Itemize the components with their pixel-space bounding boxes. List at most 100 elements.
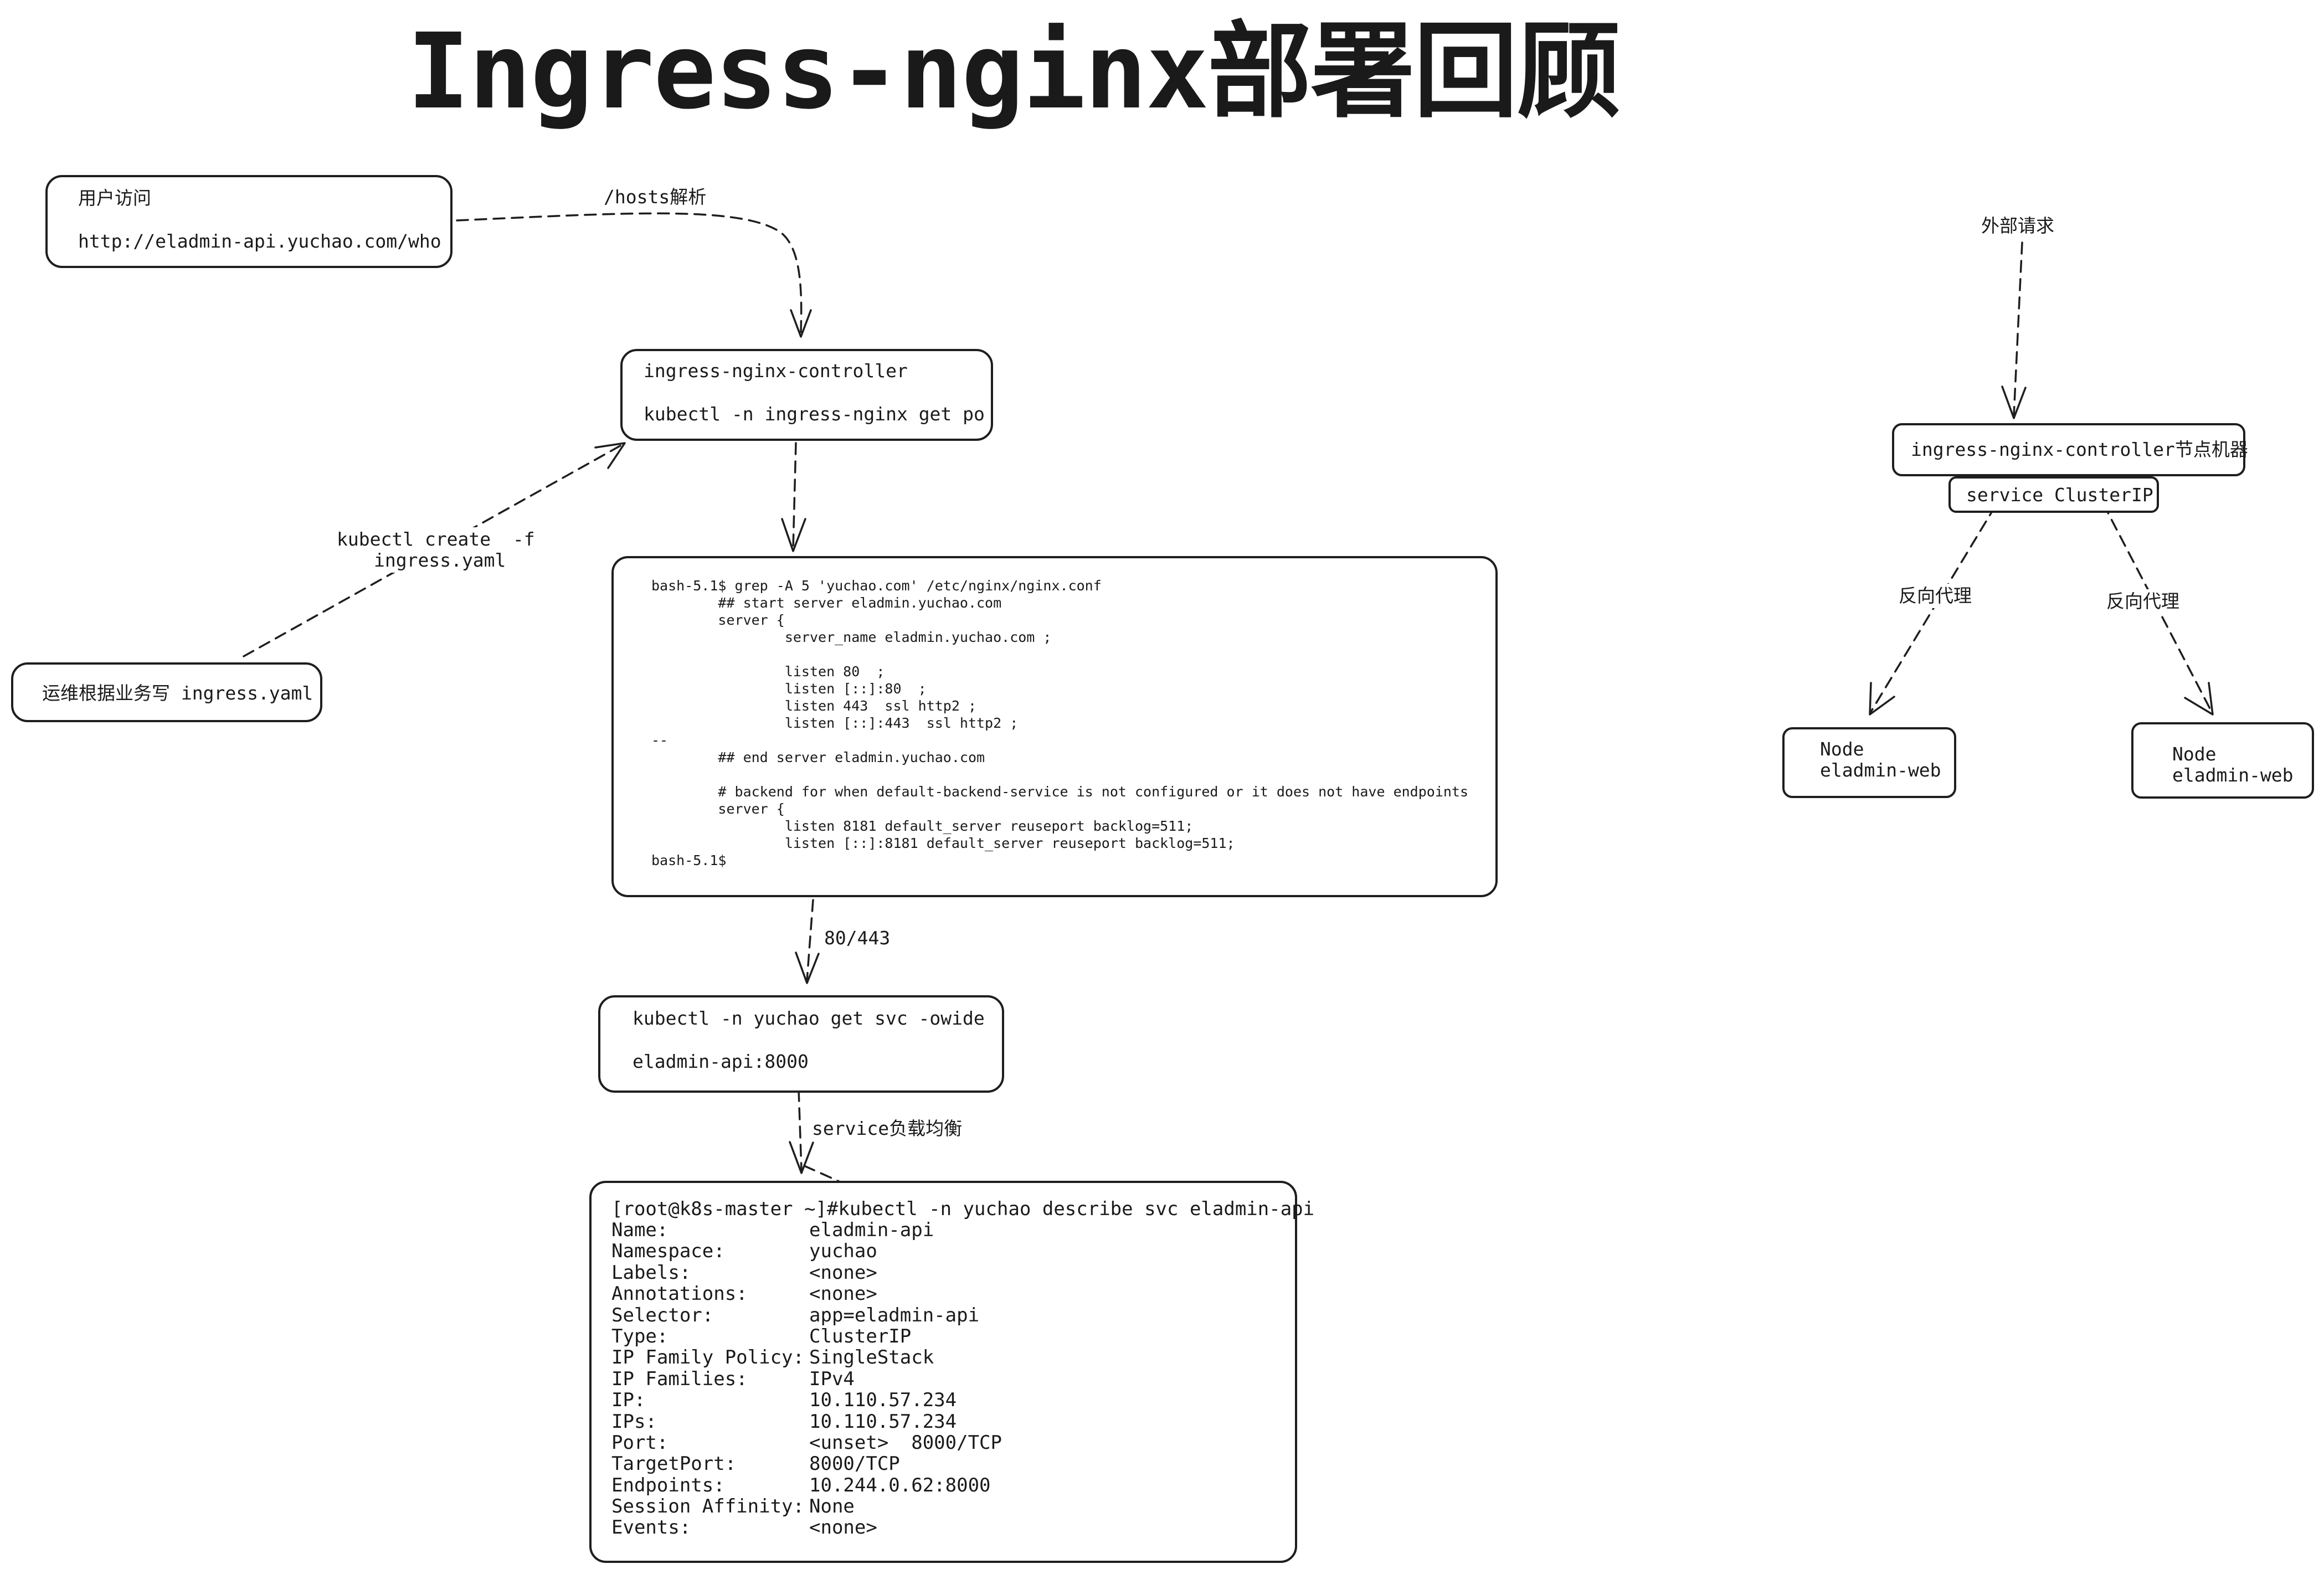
- describe-row: TargetPort:8000/TCP: [611, 1453, 1002, 1475]
- describe-row: Port: <unset> 8000/TCP: [611, 1431, 1002, 1454]
- nginx-conf-line: --: [651, 732, 669, 748]
- describe-row: Labels:<none>: [611, 1262, 1002, 1283]
- describe-key: TargetPort:: [611, 1453, 737, 1475]
- arrow-nginx-conf-to-svc: [806, 899, 814, 981]
- describe-row: Type:ClusterIP: [611, 1326, 1002, 1347]
- arrow-user-to-controller: [456, 212, 803, 333]
- describe-value: eladmin-api: [809, 1219, 934, 1241]
- svc-box[interactable]: kubectl -n yuchao get svc -owide eladmin…: [598, 995, 1004, 1093]
- ops-ingress-yaml-box[interactable]: 运维根据业务写 ingress.yaml: [11, 662, 322, 722]
- arrowhead-nginx-conf-to-svc: [795, 951, 820, 984]
- nginx-conf-lines: bash-5.1$ grep -A 5 'yuchao.com' /etc/ng…: [651, 577, 1468, 869]
- user-access-box[interactable]: 用户访问 http://eladmin-api.yuchao.com/who: [45, 175, 453, 268]
- arrowhead-svc-to-describe: [789, 1141, 814, 1174]
- kubectl-create-label-line1: kubectl create -f: [337, 527, 535, 552]
- load-balance-label: service负载均衡: [812, 1118, 963, 1139]
- describe-row: Session Affinity:None: [611, 1495, 1002, 1518]
- describe-value: yuchao: [809, 1240, 877, 1263]
- user-access-label: 用户访问: [78, 187, 151, 209]
- controller-name: ingress-nginx-controller: [644, 360, 908, 382]
- nginx-conf-line: ## start server eladmin.yuchao.com: [651, 595, 1002, 611]
- describe-key: Session Affinity:: [611, 1495, 804, 1518]
- describe-key: Port:: [611, 1431, 669, 1454]
- page-title: Ingress-nginx部署回顾: [407, 11, 1621, 132]
- ops-ingress-yaml-text: 运维根据业务写 ingress.yaml: [42, 682, 313, 704]
- describe-row: Name: eladmin-api: [611, 1220, 1002, 1241]
- describe-key: IPs:: [611, 1410, 657, 1433]
- user-access-url: http://eladmin-api.yuchao.com/who: [78, 230, 441, 252]
- node-eladmin-web-left[interactable]: Node eladmin-web: [1782, 727, 1956, 798]
- arrowhead-clusterip-to-node-left: [1869, 682, 1895, 716]
- describe-key: Selector:: [611, 1304, 714, 1326]
- nginx-conf-line: # backend for when default-backend-servi…: [651, 784, 1469, 800]
- describe-key: Name:: [611, 1219, 669, 1241]
- ingress-controller-box[interactable]: ingress-nginx-controller kubectl -n ingr…: [620, 349, 993, 441]
- nginx-conf-line: listen [::]:8181 default_server reusepor…: [651, 835, 1235, 851]
- arrowhead-clusterip-to-node-right: [2184, 682, 2214, 716]
- node-eladmin-web-right[interactable]: Node eladmin-web: [2131, 722, 2314, 799]
- describe-key: Endpoints:: [611, 1474, 725, 1496]
- arrowhead-ops-to-controller: [594, 442, 626, 469]
- svc-endpoint: eladmin-api:8000: [633, 1051, 809, 1072]
- cluster-ip-box[interactable]: service ClusterIP: [1948, 476, 2159, 513]
- kubectl-create-label-line2: ingress.yaml: [374, 548, 506, 573]
- node-machine-box[interactable]: ingress-nginx-controller节点机器: [1892, 423, 2248, 476]
- nginx-conf-line: server {: [651, 801, 785, 817]
- describe-row: IP Family Policy:SingleStack: [611, 1346, 1002, 1369]
- describe-row: Namespace: yuchao: [611, 1241, 1002, 1262]
- describe-value: app=eladmin-api: [809, 1304, 980, 1326]
- port-label: 80/443: [824, 926, 891, 950]
- describe-row: Selector: app=eladmin-api: [611, 1304, 1002, 1326]
- arrow-external-to-node-machine: [2013, 241, 2023, 416]
- svc-command: kubectl -n yuchao get svc -owide: [633, 1007, 985, 1029]
- nginx-conf-line: server_name eladmin.yuchao.com ;: [651, 629, 1052, 645]
- nginx-conf-line: bash-5.1$ grep -A 5 'yuchao.com' /etc/ng…: [651, 578, 1102, 594]
- nginx-conf-line: ## end server eladmin.yuchao.com: [651, 749, 985, 765]
- describe-value: SingleStack: [809, 1346, 934, 1369]
- describe-key: Events:: [611, 1516, 691, 1539]
- describe-value: 10.110.57.234: [809, 1389, 957, 1412]
- describe-svc-box: [root@k8s-master ~]#kubectl -n yuchao de…: [589, 1181, 1314, 1563]
- arrow-ops-to-controller: [243, 443, 624, 657]
- describe-key: Namespace:: [611, 1240, 725, 1263]
- arrow-controller-to-nginx-conf: [792, 442, 797, 549]
- describe-row: IPs: 10.110.57.234: [611, 1411, 1002, 1432]
- nginx-conf-line: listen [::]:443 ssl http2 ;: [651, 715, 1019, 731]
- node-left-line1: Node: [1820, 738, 1864, 760]
- describe-value: 10.110.57.234: [809, 1410, 957, 1433]
- describe-value: <unset> 8000/TCP: [809, 1431, 1002, 1454]
- controller-command: kubectl -n ingress-nginx get po: [644, 403, 985, 425]
- describe-key: IP Families:: [611, 1367, 748, 1390]
- arrow-svc-to-describe: [798, 1089, 803, 1171]
- describe-key: Annotations:: [611, 1283, 748, 1305]
- describe-value: <none>: [809, 1261, 877, 1284]
- external-request-label: 外部请求: [1981, 214, 2054, 238]
- arrowhead-controller-to-nginx-conf: [781, 518, 806, 552]
- describe-value: ClusterIP: [809, 1325, 912, 1347]
- describe-row: IP Families: IPv4: [611, 1367, 1002, 1390]
- nginx-conf-output-box: bash-5.1$ grep -A 5 'yuchao.com' /etc/ng…: [611, 556, 1498, 897]
- describe-value: <none>: [809, 1516, 877, 1539]
- arrowhead-user-to-controller: [790, 309, 812, 338]
- arrow-clusterip-to-node-right: [2094, 486, 2213, 713]
- describe-value: None: [809, 1495, 855, 1518]
- describe-row: Annotations: <none>: [611, 1283, 1002, 1305]
- node-right-line1: Node: [2172, 743, 2217, 765]
- nginx-conf-line: server {: [651, 612, 785, 628]
- nginx-conf-line: [651, 646, 1468, 663]
- nginx-conf-line: [651, 766, 1468, 783]
- hosts-resolve-label: /hosts解析: [604, 185, 707, 209]
- describe-row: Endpoints: 10.244.0.62:8000: [611, 1474, 1002, 1496]
- describe-value: 10.244.0.62:8000: [809, 1474, 991, 1496]
- nginx-conf-line: listen 80 ;: [651, 663, 885, 680]
- nginx-conf-line: listen [::]:80 ;: [651, 681, 927, 697]
- nginx-conf-line: listen 8181 default_server reuseport bac…: [651, 818, 1194, 834]
- describe-row: Events: <none>: [611, 1516, 1002, 1539]
- nginx-conf-line: listen 443 ssl http2 ;: [651, 698, 976, 714]
- node-right-line2: eladmin-web: [2172, 764, 2294, 786]
- describe-value: IPv4: [809, 1367, 855, 1390]
- describe-command: [root@k8s-master ~]#kubectl -n yuchao de…: [611, 1198, 1315, 1220]
- node-left-line2: eladmin-web: [1820, 759, 1941, 781]
- describe-value: <none>: [809, 1283, 877, 1305]
